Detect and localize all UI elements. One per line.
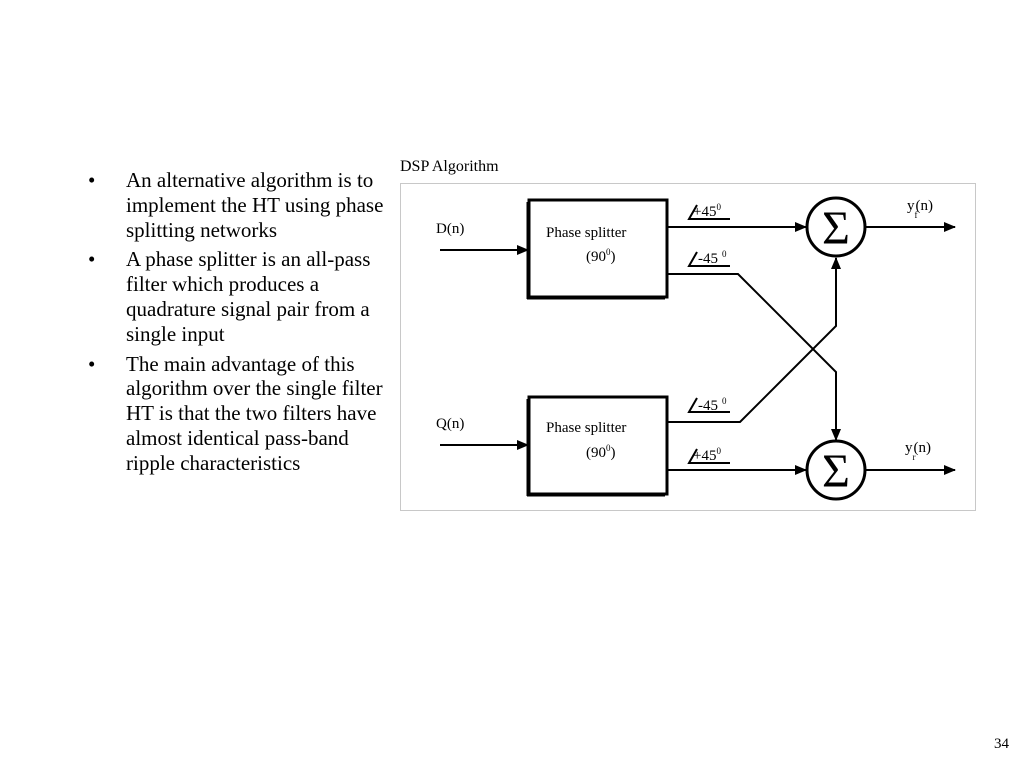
phase-label-top-plus45: +450	[693, 202, 721, 220]
cross-line-top-to-bottom-sum	[667, 273, 841, 441]
phase-splitter-bottom-label: Phase splitter	[546, 420, 626, 436]
phase-splitter-top-angle: (900)	[586, 247, 616, 265]
angle-symbol	[687, 397, 730, 413]
bullet-symbol: •	[88, 247, 96, 272]
bullet-symbol: •	[88, 168, 96, 192]
bullet-item: • A phase splitter is an all-pass filter…	[86, 247, 386, 346]
bullet-text: An alternative algorithm is to implement…	[126, 168, 384, 242]
bullet-symbol: •	[88, 351, 96, 376]
cross-line-bottom-to-top-sum	[667, 257, 841, 423]
output-label-top: yf(n)	[907, 198, 933, 220]
bullet-list: • An alternative algorithm is to impleme…	[86, 168, 386, 481]
page-number: 34	[994, 736, 1009, 752]
bullet-item: • The main advantage of this algorithm o…	[86, 352, 386, 476]
output-label-bottom: yr(n)	[905, 440, 931, 462]
phase-splitter-bottom-block	[527, 395, 669, 496]
input-label-top: D(n)	[436, 221, 464, 237]
phase-splitter-bottom-angle: (900)	[586, 443, 616, 461]
sigma-icon: Σ	[822, 445, 850, 498]
phase-splitter-top-block	[527, 198, 669, 299]
bullet-item: • An alternative algorithm is to impleme…	[86, 168, 386, 242]
angle-symbol	[687, 204, 730, 220]
sigma-icon: Σ	[822, 202, 850, 255]
angle-symbol	[687, 448, 730, 464]
input-label-bottom: Q(n)	[436, 416, 464, 432]
phase-splitter-top-label: Phase splitter	[546, 225, 626, 241]
diagram-title: DSP Algorithm	[400, 158, 499, 175]
diagram-frame	[400, 183, 976, 511]
angle-symbol	[687, 251, 730, 267]
bullet-text: The main advantage of this algorithm ove…	[126, 351, 383, 475]
phase-label-bottom-plus45: +450	[693, 446, 721, 464]
bullet-text: A phase splitter is an all-pass filter w…	[126, 247, 371, 346]
